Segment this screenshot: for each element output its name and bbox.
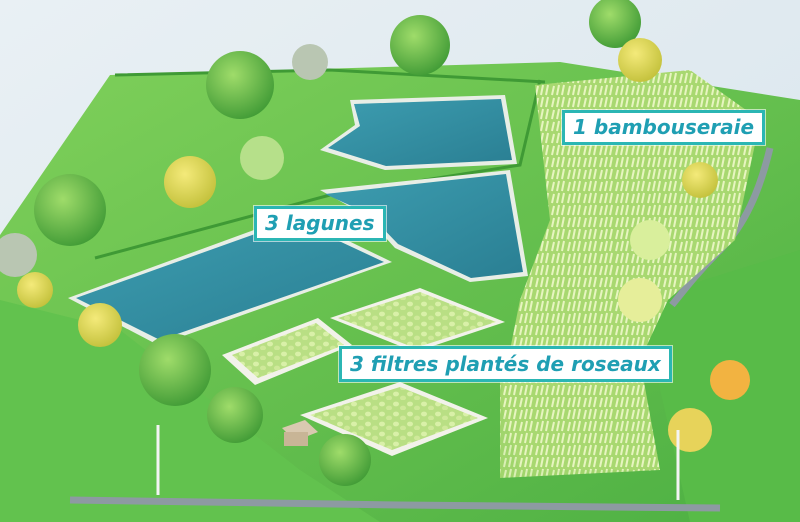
fence-line (114, 68, 546, 84)
callout-lagunes: 3 lagunes (254, 206, 386, 241)
lagoon-large-water (76, 220, 384, 340)
callout-bambouseraie: 1 bambouseraie (562, 110, 766, 145)
technical-building (282, 420, 318, 446)
reed-bed-mid-plants (232, 323, 344, 378)
callout-lagunes-text: 3 lagunes (265, 211, 375, 235)
callout-bambouseraie-text: 1 bambouseraie (573, 115, 755, 139)
bamboo-grove-front (500, 380, 660, 478)
reed-bed-low-plants (310, 387, 478, 450)
lagoon-top-water (328, 99, 512, 166)
lagoon-mid-water (325, 174, 523, 278)
reed-bed-top-plants (338, 292, 496, 348)
lower-field (0, 300, 380, 522)
bottom-road (69, 496, 721, 512)
callout-filtres: 3 filtres plantés de roseaux (339, 346, 672, 382)
callout-filtres-text: 3 filtres plantés de roseaux (350, 352, 661, 376)
trees (0, 0, 750, 486)
